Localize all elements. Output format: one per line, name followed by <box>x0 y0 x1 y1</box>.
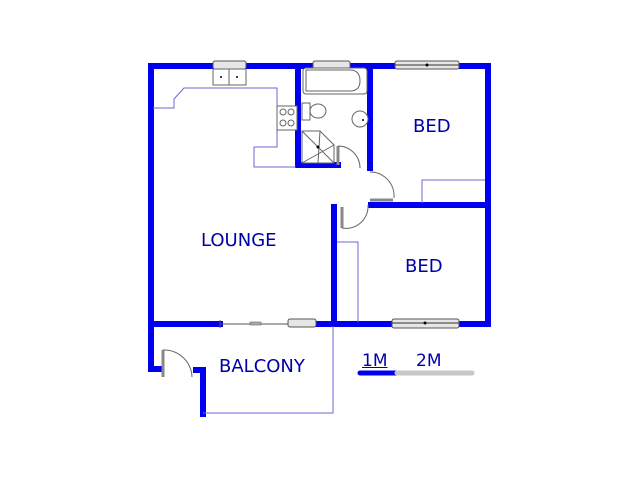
bed2-cupboard <box>337 241 359 322</box>
kitchen-counter <box>153 87 296 168</box>
bed1-cupboard <box>421 179 485 203</box>
windows <box>212 60 460 329</box>
walls <box>148 63 491 417</box>
scale-label-1m: 1M <box>362 351 388 371</box>
doors <box>161 145 395 378</box>
room-label-bed-1: BED <box>413 116 451 137</box>
room-label-lounge: LOUNGE <box>201 230 277 251</box>
room-label-bed-2: BED <box>405 256 443 277</box>
bathtub <box>302 67 368 95</box>
room-label-balcony: BALCONY <box>219 356 305 377</box>
stove <box>276 105 298 131</box>
kitchen-sink <box>212 68 247 86</box>
basin <box>351 110 369 128</box>
shower <box>301 130 335 164</box>
balcony-outline <box>203 326 334 414</box>
scale-label-2m: 2M <box>416 351 442 371</box>
toilet <box>301 102 327 121</box>
